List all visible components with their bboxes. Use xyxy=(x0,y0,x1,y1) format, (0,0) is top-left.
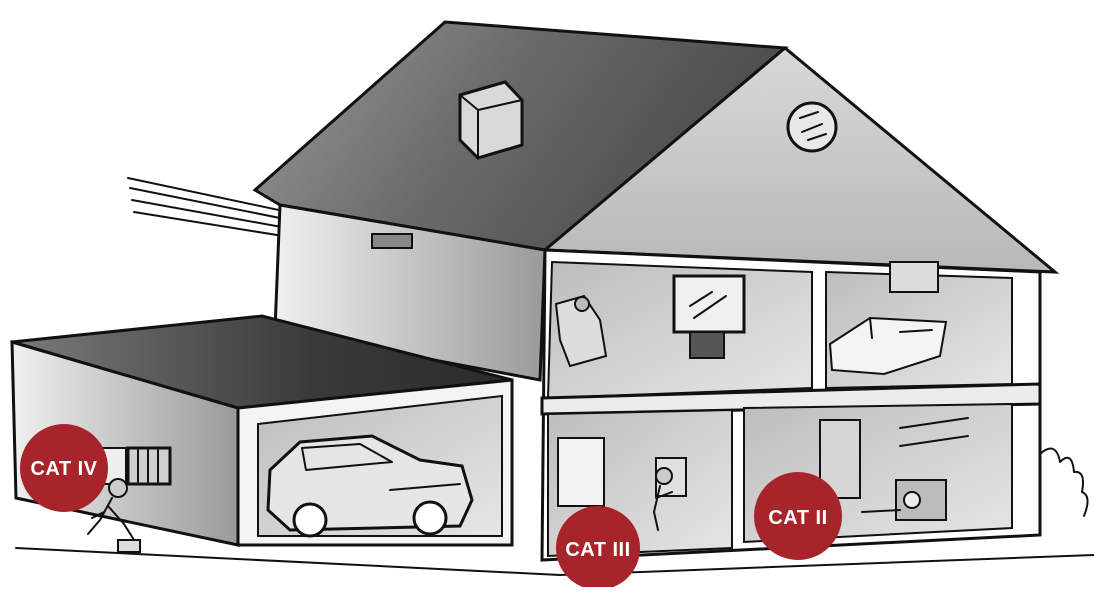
badge-cat-iv: CAT IV xyxy=(20,424,108,512)
badge-cat-ii-label: CAT II xyxy=(768,507,827,529)
badge-cat-iii-label: CAT III xyxy=(565,539,630,561)
badge-cat-ii: CAT II xyxy=(754,472,842,560)
badge-cat-iv-label: CAT IV xyxy=(30,458,97,480)
chimney xyxy=(460,82,522,158)
meter-box xyxy=(372,234,412,248)
badge-cat-iii: CAT III xyxy=(556,506,640,587)
furnace-icon xyxy=(558,438,604,506)
wall-picture xyxy=(890,262,938,292)
bush-icon xyxy=(1040,449,1088,516)
